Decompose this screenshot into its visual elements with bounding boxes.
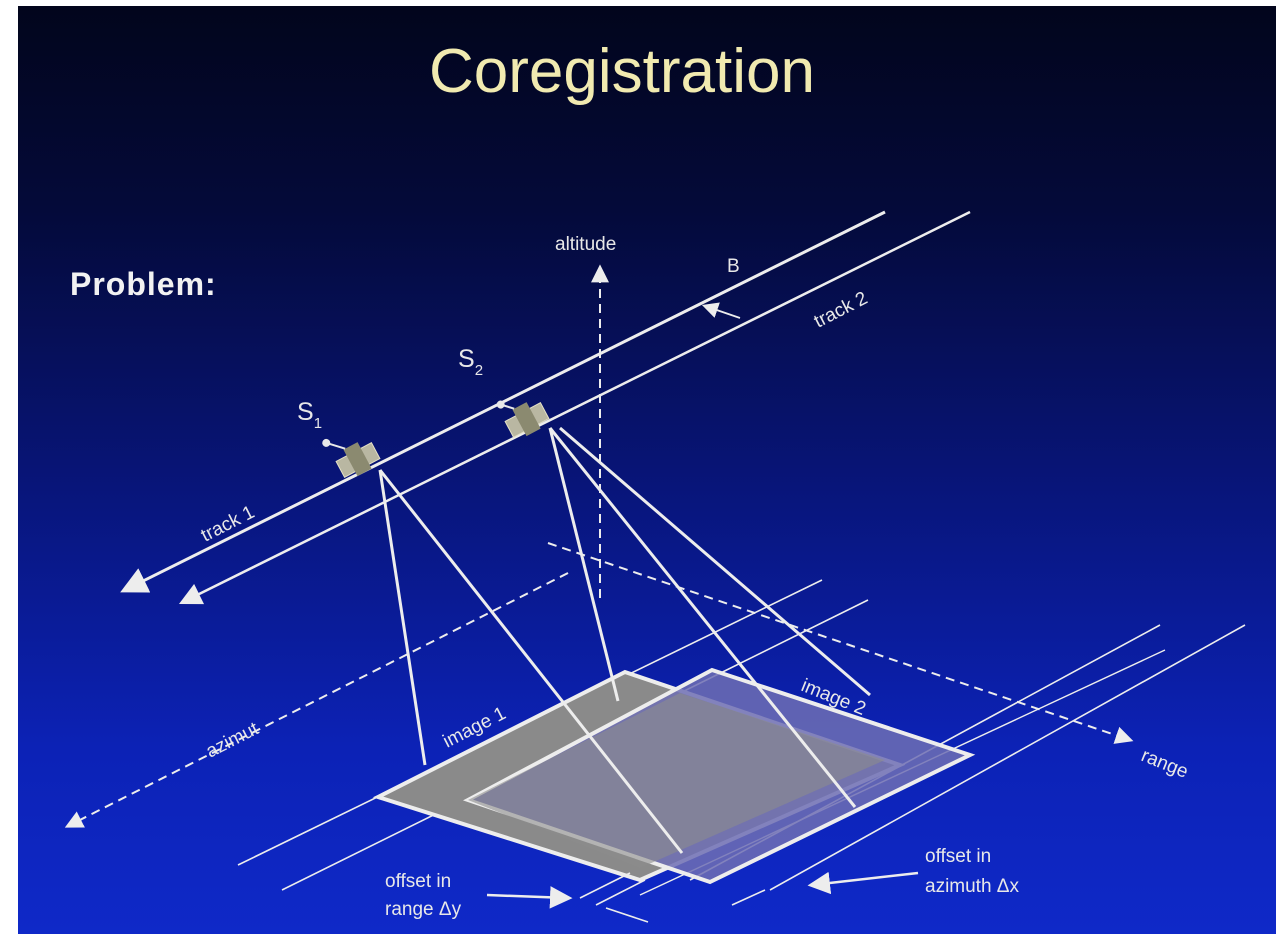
offset-azimuth-label-2: azimuth Δx bbox=[925, 876, 1019, 897]
problem-label: Problem: bbox=[70, 266, 217, 302]
azimuth-axis bbox=[64, 572, 569, 828]
offset-range-arrow bbox=[486, 886, 573, 909]
offset-azimuth-label-1: offset in bbox=[925, 846, 991, 867]
s2-viewing-rays bbox=[548, 426, 871, 808]
baseline-marker bbox=[701, 302, 741, 319]
satellite-tracks bbox=[120, 210, 971, 605]
offset-range-label-2: range Δy bbox=[385, 899, 462, 920]
image-overlap bbox=[468, 693, 885, 868]
offset-range-label-1: offset in bbox=[385, 871, 451, 892]
slide-title: Coregistration bbox=[429, 37, 815, 106]
baseline-label: B bbox=[727, 256, 740, 277]
s1-label: S1 bbox=[297, 398, 322, 432]
range-label: range bbox=[1138, 745, 1191, 783]
s2-label: S2 bbox=[458, 345, 483, 379]
azimuth-label: azimut bbox=[203, 718, 263, 762]
satellite-icon bbox=[496, 400, 550, 439]
altitude-label: altitude bbox=[555, 234, 616, 255]
track-2-label: track 2 bbox=[811, 288, 871, 333]
offset-dimension-marks bbox=[579, 872, 766, 923]
satellite-icon bbox=[322, 438, 381, 479]
offset-azimuth-arrow bbox=[807, 871, 919, 895]
s1-viewing-rays bbox=[378, 469, 684, 854]
range-axis bbox=[547, 542, 1134, 744]
